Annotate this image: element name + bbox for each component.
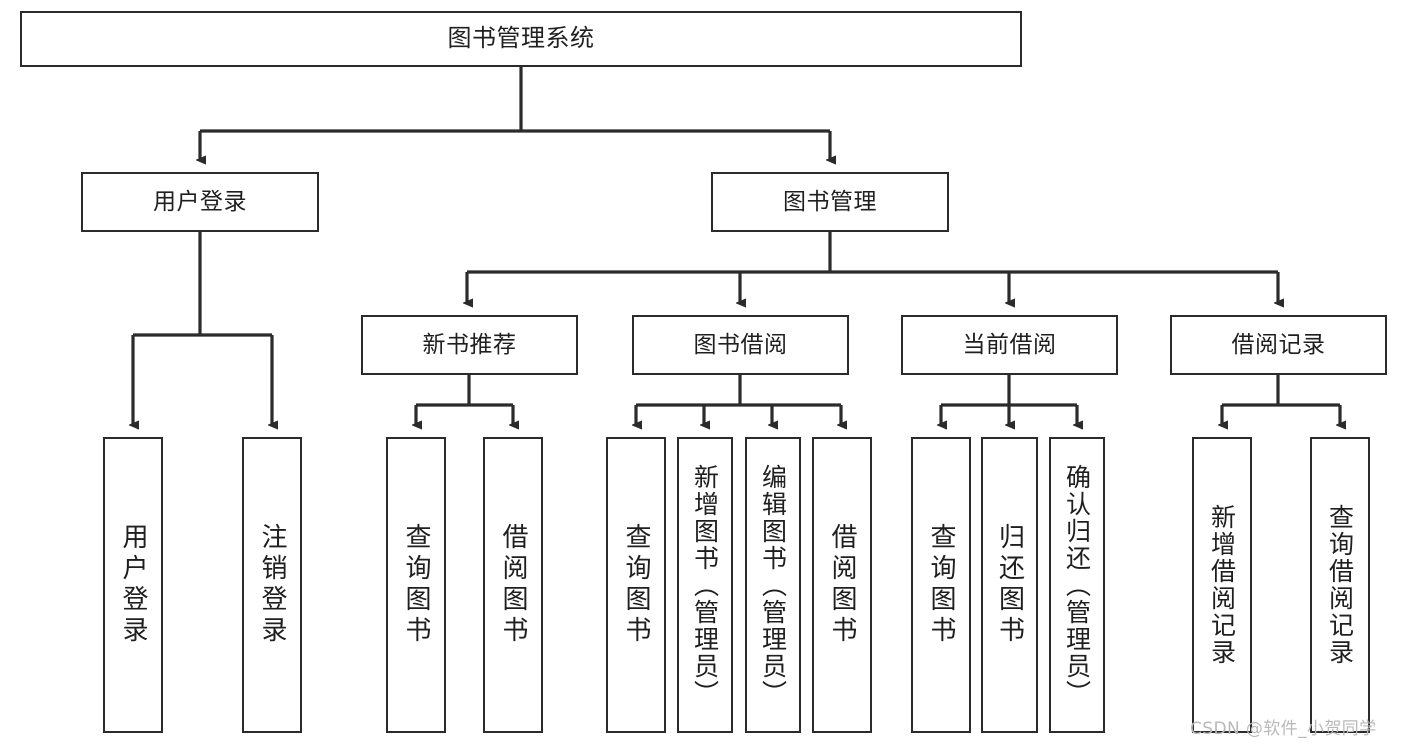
node-root-label: 图书管理系统 [447,24,595,53]
leaf-borrow-book-2-label: 借阅图书 [827,523,857,647]
leaf-borrow-book-2[interactable]: 借阅图书 [812,437,872,733]
leaf-borrow-book-1-label: 借阅图书 [498,523,528,647]
leaf-query-book-1-label: 查询图书 [401,523,431,647]
leaf-query-book-2-label: 查询图书 [621,523,651,647]
node-book-manage-label: 图书管理 [783,188,877,215]
leaf-query-book-2[interactable]: 查询图书 [606,437,666,733]
leaf-query-book-3-label: 查询图书 [926,523,956,647]
leaf-edit-book[interactable]: 编辑图书（管理员） [745,437,801,733]
leaf-query-book-1[interactable]: 查询图书 [386,437,446,733]
node-new-book-recommend[interactable]: 新书推荐 [361,315,578,375]
leaf-borrow-book-1[interactable]: 借阅图书 [483,437,543,733]
leaf-user-login-label: 用户登录 [118,523,148,647]
node-book-borrow-label: 图书借阅 [693,331,788,358]
leaf-add-record[interactable]: 新增借阅记录 [1192,437,1252,733]
node-root[interactable]: 图书管理系统 [20,11,1022,67]
node-borrow-record[interactable]: 借阅记录 [1170,315,1387,375]
leaf-query-book-3[interactable]: 查询图书 [911,437,971,733]
node-new-book-recommend-label: 新书推荐 [422,331,517,358]
leaf-confirm-return-label: 确认归还（管理员） [1062,463,1092,707]
leaf-add-book-label: 新增图书（管理员） [690,463,720,707]
node-book-borrow[interactable]: 图书借阅 [632,315,849,375]
node-borrow-record-label: 借阅记录 [1231,331,1326,358]
node-current-borrow-label: 当前借阅 [962,331,1057,358]
leaf-user-login[interactable]: 用户登录 [103,437,163,733]
node-user-login-label: 用户登录 [153,188,247,215]
leaf-add-record-label: 新增借阅记录 [1207,504,1237,666]
node-user-login[interactable]: 用户登录 [81,172,319,232]
leaf-query-record[interactable]: 查询借阅记录 [1310,437,1370,733]
watermark: CSDN @软件_小贺同学 [1190,719,1377,739]
leaf-return-book-label: 归还图书 [994,523,1025,647]
leaf-edit-book-label: 编辑图书（管理员） [758,463,788,707]
leaf-query-record-label: 查询借阅记录 [1325,504,1355,666]
leaf-logout-label: 注销登录 [257,523,287,647]
node-book-manage[interactable]: 图书管理 [711,172,949,232]
leaf-return-book[interactable]: 归还图书 [981,437,1038,733]
leaf-logout[interactable]: 注销登录 [242,437,302,733]
node-current-borrow[interactable]: 当前借阅 [901,315,1118,375]
leaf-add-book[interactable]: 新增图书（管理员） [677,437,733,733]
leaf-confirm-return[interactable]: 确认归还（管理员） [1049,437,1105,733]
